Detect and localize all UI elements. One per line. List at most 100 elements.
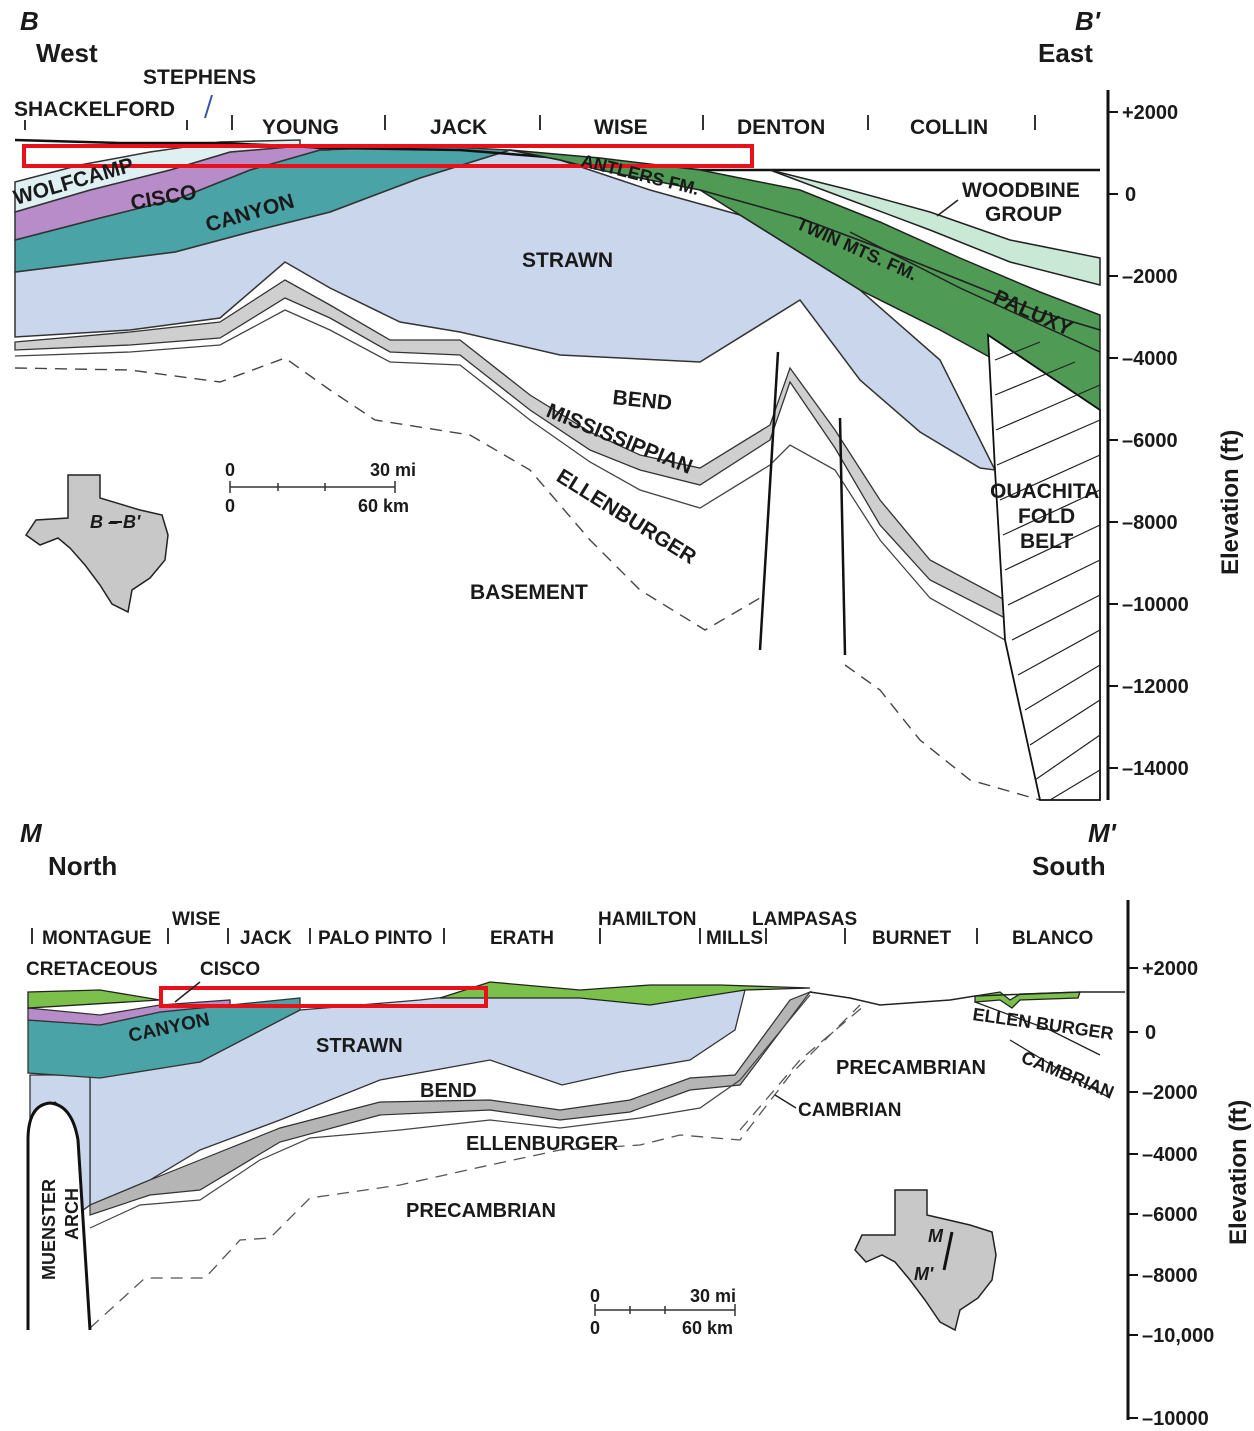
axis-tick-b-6: –10000 <box>1122 594 1189 616</box>
county-jack: JACK <box>430 116 487 139</box>
m-right-letter: M' <box>1088 818 1117 848</box>
scale-bar-m <box>594 1304 736 1316</box>
axis-tick-b-3: –4000 <box>1122 348 1178 370</box>
county-ticks-m <box>31 928 978 944</box>
county-palo-pinto: PALO PINTO <box>318 928 432 949</box>
axis-tick-m-4: –6000 <box>1142 1204 1198 1226</box>
unit-bend-m: BEND <box>420 1080 477 1102</box>
ellenburger-line-b <box>14 309 1006 641</box>
unit-precambrian-m: PRECAMBRIAN <box>406 1200 556 1222</box>
unit-ellenburger-m: ELLENBURGER <box>466 1133 619 1155</box>
county-montague: MONTAGUE <box>42 928 151 949</box>
unit-woodbine-b: WOODBINE <box>962 179 1080 202</box>
axis-title-m: Elevation (ft) <box>1225 1100 1252 1245</box>
scale-zero-bottom-m: 0 <box>590 1318 600 1338</box>
scale-mi-m: 30 mi <box>690 1286 736 1306</box>
woodbine-pointer <box>936 199 959 217</box>
muenster-arch <box>26 1101 92 1331</box>
b-right-direction: East <box>1038 38 1093 68</box>
scale-mi-b: 30 mi <box>370 460 416 480</box>
paluxy-line-b <box>849 231 1101 353</box>
m-left-letter: M <box>20 818 43 848</box>
cambrian-line-m <box>739 1004 866 1131</box>
basement-line-b <box>14 357 761 631</box>
unit-arch-m: ARCH <box>62 1188 82 1240</box>
unit-muenster-m: MUENSTER <box>39 1179 59 1280</box>
county-burnet: BURNET <box>872 928 952 949</box>
unit-cambrian-m: CAMBRIAN <box>798 1100 901 1121</box>
scale-bar-b <box>229 481 396 493</box>
unit-ellen-burger-right-m: ELLEN BURGER <box>971 1004 1114 1044</box>
m-right-direction: South <box>1032 851 1106 881</box>
basement-line-b2 <box>844 664 1041 801</box>
m-left-direction: North <box>48 851 117 881</box>
unit-strawn-b: STRAWN <box>522 249 613 272</box>
ellen-burger-right-line <box>974 1001 1101 1056</box>
precambrian-line-m <box>89 1004 861 1329</box>
axis-title-b: Elevation (ft) <box>1217 430 1244 575</box>
unit-cambrian-right-m: CAMBRIAN <box>1019 1047 1117 1102</box>
axis-tick-m-2: –2000 <box>1142 1082 1198 1104</box>
unit-ouachita-b: OUACHITA <box>990 480 1099 503</box>
b-right-letter: B' <box>1075 6 1101 36</box>
unit-fold-b: FOLD <box>1018 505 1075 528</box>
axis-tick-m-7: –10000 <box>1142 1408 1209 1430</box>
unit-belt-b: BELT <box>1020 530 1073 553</box>
cisco-pointer-m <box>174 981 201 1003</box>
strawn-layer-m <box>89 989 746 1206</box>
axis-tick-m-5: –8000 <box>1142 1265 1198 1287</box>
axis-tick-b-0: +2000 <box>1122 102 1178 124</box>
scale-zero-top-m: 0 <box>590 1286 600 1306</box>
axis-tick-b-5: –8000 <box>1122 512 1178 534</box>
m-m-prime-line <box>942 1231 954 1271</box>
cambrian-right-line <box>1009 1039 1111 1099</box>
texas-map-b <box>24 474 169 614</box>
county-collin: COLLIN <box>910 116 988 139</box>
surface-line-b <box>14 138 1100 172</box>
ouachita-hatching <box>994 341 1101 801</box>
highlight-box-b <box>22 144 754 168</box>
cretaceous-layer-m <box>27 989 161 1009</box>
unit-bend-b: BEND <box>611 386 673 415</box>
axis-tick-b-8: –14000 <box>1122 758 1189 780</box>
county-blanco: BLANCO <box>1012 928 1093 949</box>
axis-ticks-m <box>1128 967 1138 1419</box>
fault-1-b <box>758 351 780 651</box>
county-denton: DENTON <box>737 116 825 139</box>
axis-tick-b-4: –6000 <box>1122 430 1178 452</box>
ellenburger-line-m <box>89 994 811 1229</box>
stephens-pointer <box>204 94 213 119</box>
county-young: YOUNG <box>262 116 339 139</box>
county-stephens: STEPHENS <box>143 66 256 89</box>
county-wise: WISE <box>594 116 648 139</box>
b-left-direction: West <box>36 38 98 68</box>
cretaceous-layer-m3 <box>974 991 1081 1009</box>
surface-line-m <box>809 991 1125 1006</box>
woodbine-layer-b <box>769 169 1101 286</box>
axis-tick-m-0: +2000 <box>1142 958 1198 980</box>
map-label-b: B – B' <box>90 512 141 532</box>
section-b <box>14 90 1118 801</box>
fault-2-b <box>838 417 847 656</box>
scale-km-b: 60 km <box>358 496 409 516</box>
axis-tick-b-7: –12000 <box>1122 676 1189 698</box>
axis-tick-m-3: –4000 <box>1142 1144 1198 1166</box>
axis-ticks-b <box>1108 111 1118 769</box>
axis-tick-m-1: 0 <box>1145 1022 1156 1044</box>
unit-ellenburger-b: ELLENBURGER <box>552 465 700 569</box>
unit-basement-b: BASEMENT <box>470 581 588 604</box>
county-jack-m: JACK <box>240 928 292 949</box>
county-shackelford: SHACKELFORD <box>14 98 175 121</box>
county-mills: MILLS <box>706 928 763 949</box>
axis-tick-m-6: –10,000 <box>1142 1325 1214 1347</box>
unit-woodbine-group-b: GROUP <box>985 203 1062 226</box>
unit-strawn-m: STRAWN <box>316 1035 403 1057</box>
ouachita-fold-belt <box>987 333 1101 801</box>
scale-km-m: 60 km <box>682 1318 733 1338</box>
map-label-m-bottom: M' <box>914 1264 934 1284</box>
county-wise-m: WISE <box>172 909 221 930</box>
scale-zero-bottom-b: 0 <box>225 496 235 516</box>
cretaceous-layer-m2 <box>439 981 811 1006</box>
